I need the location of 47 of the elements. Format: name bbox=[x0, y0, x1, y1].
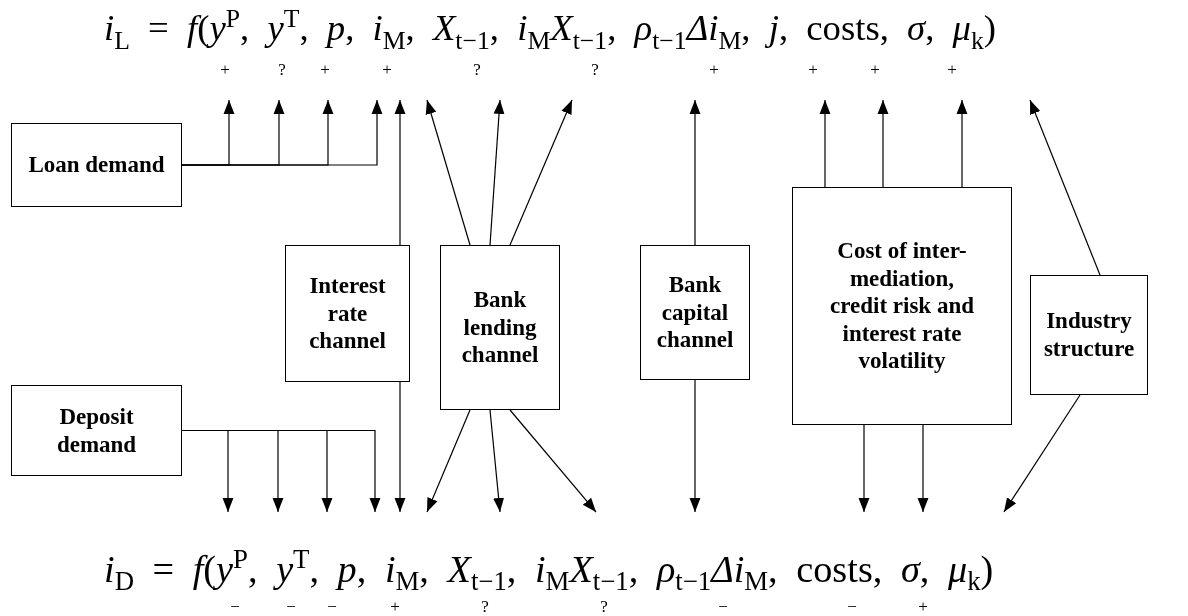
process-box: Bank lending channel bbox=[440, 245, 560, 410]
sign-mark: + bbox=[390, 598, 400, 615]
arrow bbox=[956, 99, 968, 188]
arrow bbox=[917, 424, 929, 513]
equation: i$_{D}$ = f(y$^{P}$, y$^{T}$, p, i$_{M}$, X$_{t−1}$, i$_{M}$X$_{t−1}$, ρ$_{t−1}$Δi$_{M}$, costs, σ, μ$_{k}$) bbox=[104, 546, 994, 596]
sign-mark: ? bbox=[473, 61, 481, 78]
arrow bbox=[489, 409, 505, 513]
arrow bbox=[819, 99, 831, 188]
sign-mark: + bbox=[320, 61, 330, 78]
arrow bbox=[689, 379, 701, 513]
sign-mark: − bbox=[327, 598, 337, 615]
process-box: Interest rate channel bbox=[285, 245, 410, 382]
sign-mark: + bbox=[382, 61, 392, 78]
arrow bbox=[181, 99, 383, 166]
sign-mark: ? bbox=[600, 598, 608, 615]
sign-mark: − bbox=[847, 598, 857, 615]
sign-mark: + bbox=[220, 61, 230, 78]
arrow bbox=[877, 99, 889, 188]
arrow bbox=[394, 99, 406, 246]
sign-mark: − bbox=[286, 598, 296, 615]
sign-mark: ? bbox=[591, 61, 599, 78]
sign-mark: ? bbox=[278, 61, 286, 78]
process-box: Bank capital channel bbox=[640, 245, 750, 380]
process-box: Loan demand bbox=[11, 123, 182, 207]
arrow bbox=[394, 381, 406, 513]
arrow bbox=[489, 99, 505, 246]
sign-mark: − bbox=[230, 598, 240, 615]
arrow bbox=[689, 99, 701, 246]
sign-mark: ? bbox=[481, 598, 489, 615]
sign-mark: + bbox=[709, 61, 719, 78]
process-box: Industry structure bbox=[1030, 275, 1148, 395]
arrow bbox=[509, 409, 597, 513]
sign-mark: − bbox=[718, 598, 728, 615]
process-box: Deposit demand bbox=[11, 385, 182, 476]
sign-mark: + bbox=[870, 61, 880, 78]
sign-mark: + bbox=[947, 61, 957, 78]
equation: i$_{L}$ = f(y$^{P}$, y$^{T}$, p, i$_{M}$, X$_{t−1}$, i$_{M}$X$_{t−1}$, ρ$_{t−1}$Δi$_{M}$, j, costs, σ, μ$_{k}$) bbox=[104, 6, 997, 54]
arrow bbox=[858, 424, 870, 513]
arrow bbox=[426, 409, 471, 513]
arrow bbox=[181, 429, 381, 513]
arrow bbox=[509, 99, 573, 246]
arrow bbox=[1029, 99, 1101, 276]
arrow bbox=[1003, 394, 1081, 513]
process-box: Cost of inter-mediation, credit risk and interest rate volatility bbox=[792, 187, 1012, 425]
sign-mark: + bbox=[808, 61, 818, 78]
arrow bbox=[425, 99, 471, 246]
sign-mark: + bbox=[918, 598, 928, 615]
